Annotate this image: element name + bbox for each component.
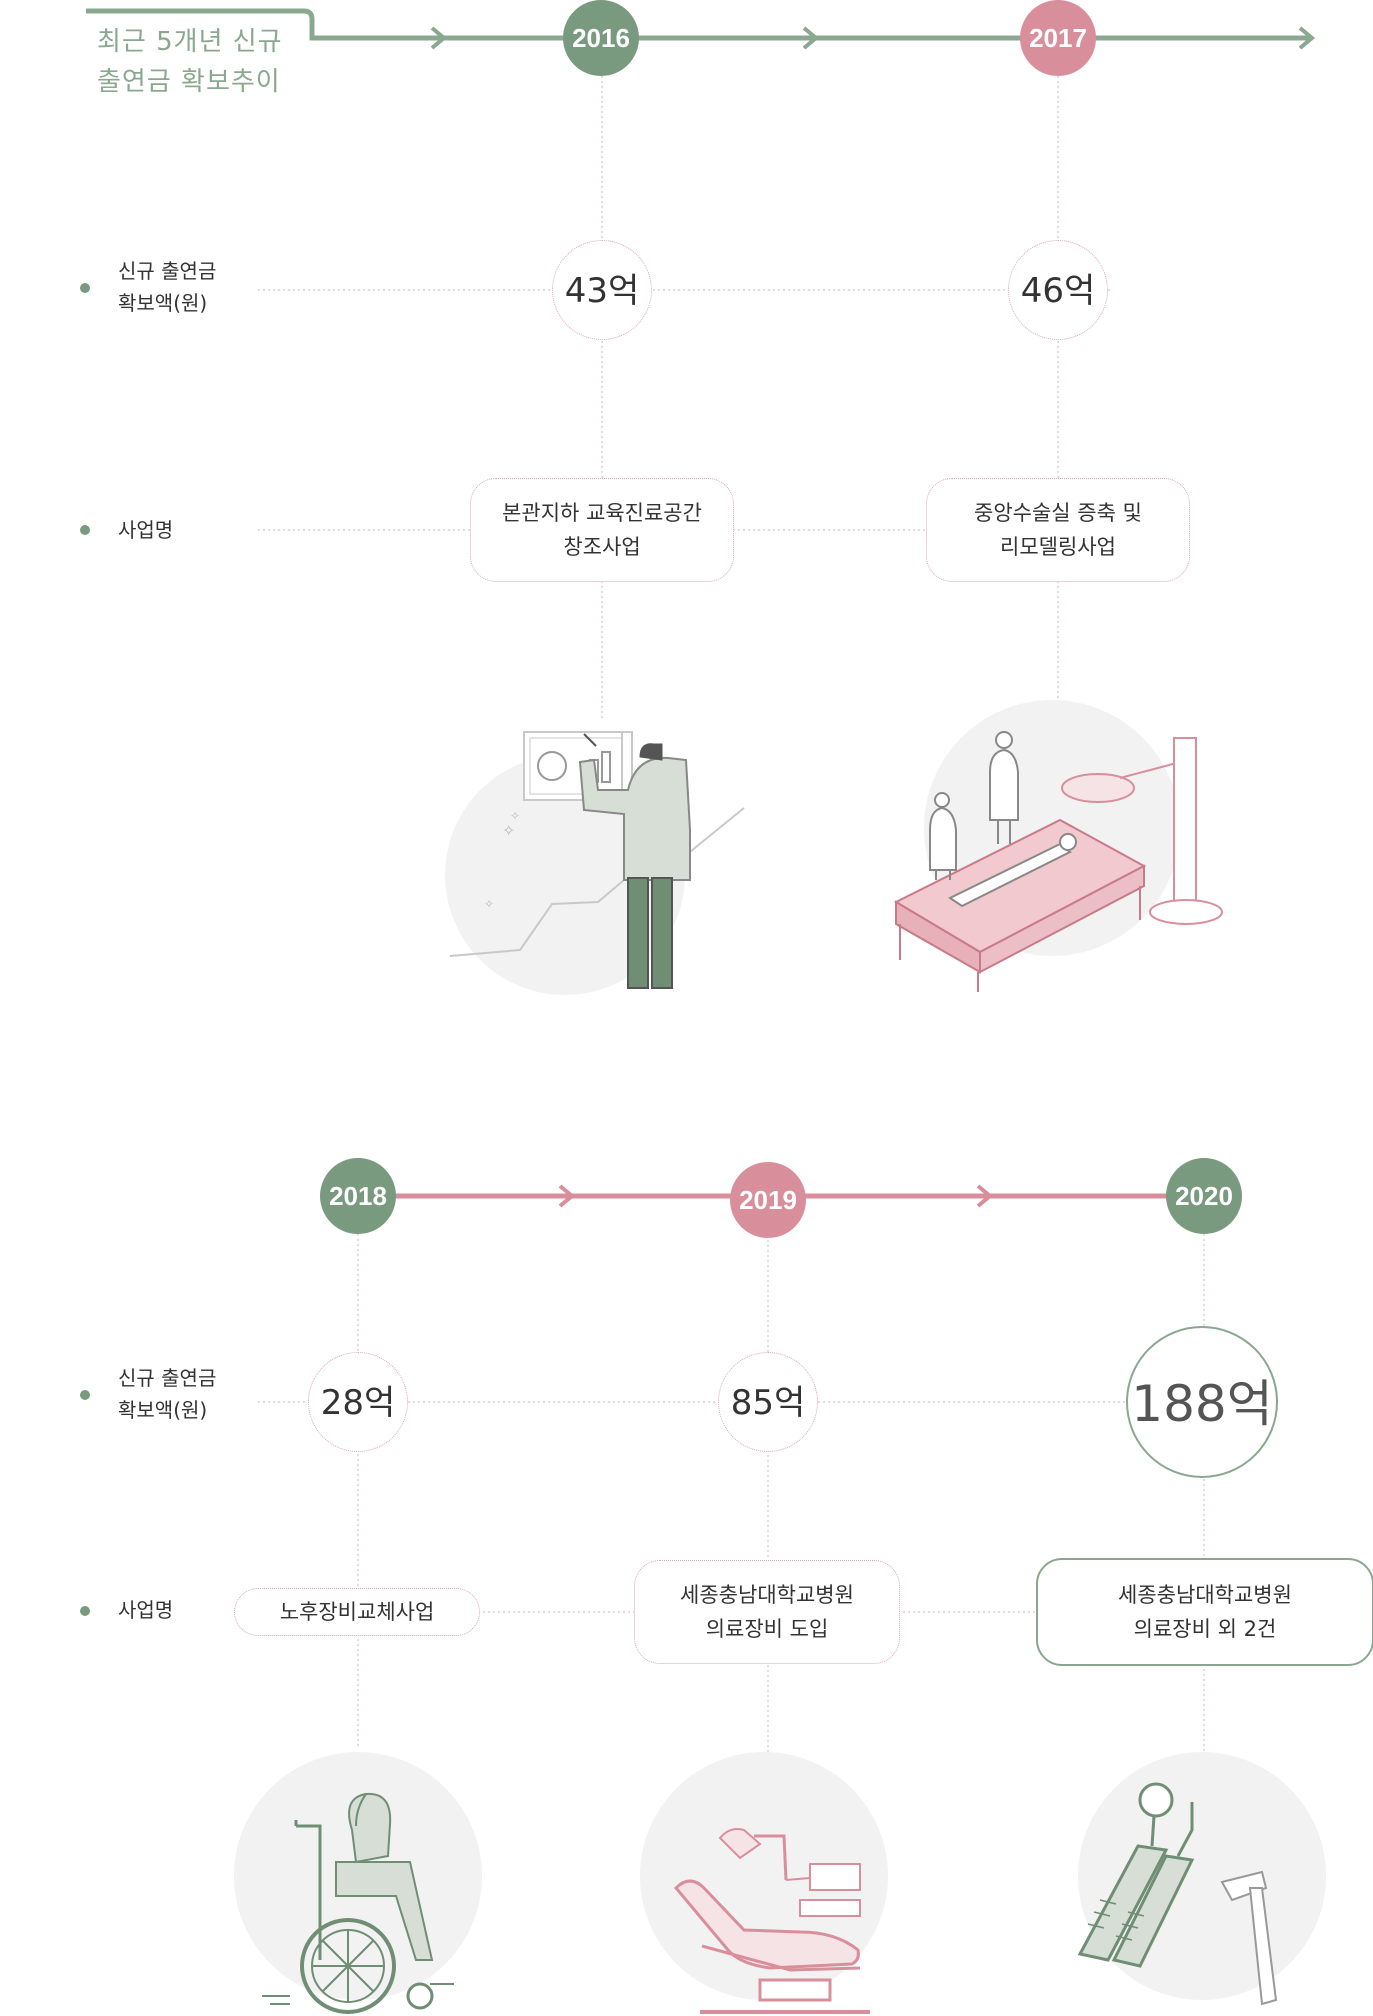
year-badge-2016: 2016 — [563, 0, 639, 76]
bullet-dot — [80, 1390, 90, 1400]
arrow-icon — [558, 1184, 576, 1208]
amount-2020: 188억 — [1126, 1326, 1278, 1478]
project-row-label: 사업명 — [118, 518, 174, 542]
bullet-dot — [80, 525, 90, 535]
year-badge-2020: 2020 — [1166, 1158, 1242, 1234]
dental-tools-icon — [1077, 1752, 1326, 2006]
chart-title: 최근 5개년 신규 출연금 확보추이 — [97, 22, 283, 102]
amount-row-label: 신규 출연금 확보액(원) — [118, 1366, 217, 1422]
title-line1: 최근 5개년 신규 — [97, 27, 283, 57]
amount-2018: 28억 — [308, 1352, 408, 1452]
project-row-label: 사업명 — [118, 1598, 174, 1622]
arrow-icon — [430, 26, 448, 50]
bullet-dot — [80, 1606, 90, 1616]
title-line2: 출연금 확보추이 — [97, 67, 281, 97]
year-badge-2018: 2018 — [320, 1158, 396, 1234]
dental-chair-icon — [640, 1752, 888, 2014]
bullet-dot — [80, 283, 90, 293]
operating-room-icon — [893, 700, 1223, 992]
arrow-icon — [802, 26, 820, 50]
svg-text:✧: ✧ — [484, 897, 494, 911]
project-2018: 노후장비교체사업 — [234, 1588, 480, 1636]
amount-row-label: 신규 출연금 확보액(원) — [118, 259, 217, 315]
arrow-icon — [976, 1184, 994, 1208]
top-timeline-line — [86, 8, 1310, 41]
wheelchair-icon — [234, 1752, 482, 2014]
amount-2016: 43억 — [552, 240, 652, 340]
svg-text:✧: ✧ — [510, 809, 520, 823]
year-badge-2017: 2017 — [1020, 0, 1096, 76]
year-badge-2019: 2019 — [730, 1162, 806, 1238]
presenter-chart-icon: ✧ ✧ ✧ — [445, 731, 745, 995]
amount-2019: 85억 — [718, 1352, 818, 1452]
svg-text:✧: ✧ — [502, 821, 515, 840]
arrow-icon — [1298, 26, 1316, 50]
amount-2017: 46억 — [1008, 240, 1108, 340]
